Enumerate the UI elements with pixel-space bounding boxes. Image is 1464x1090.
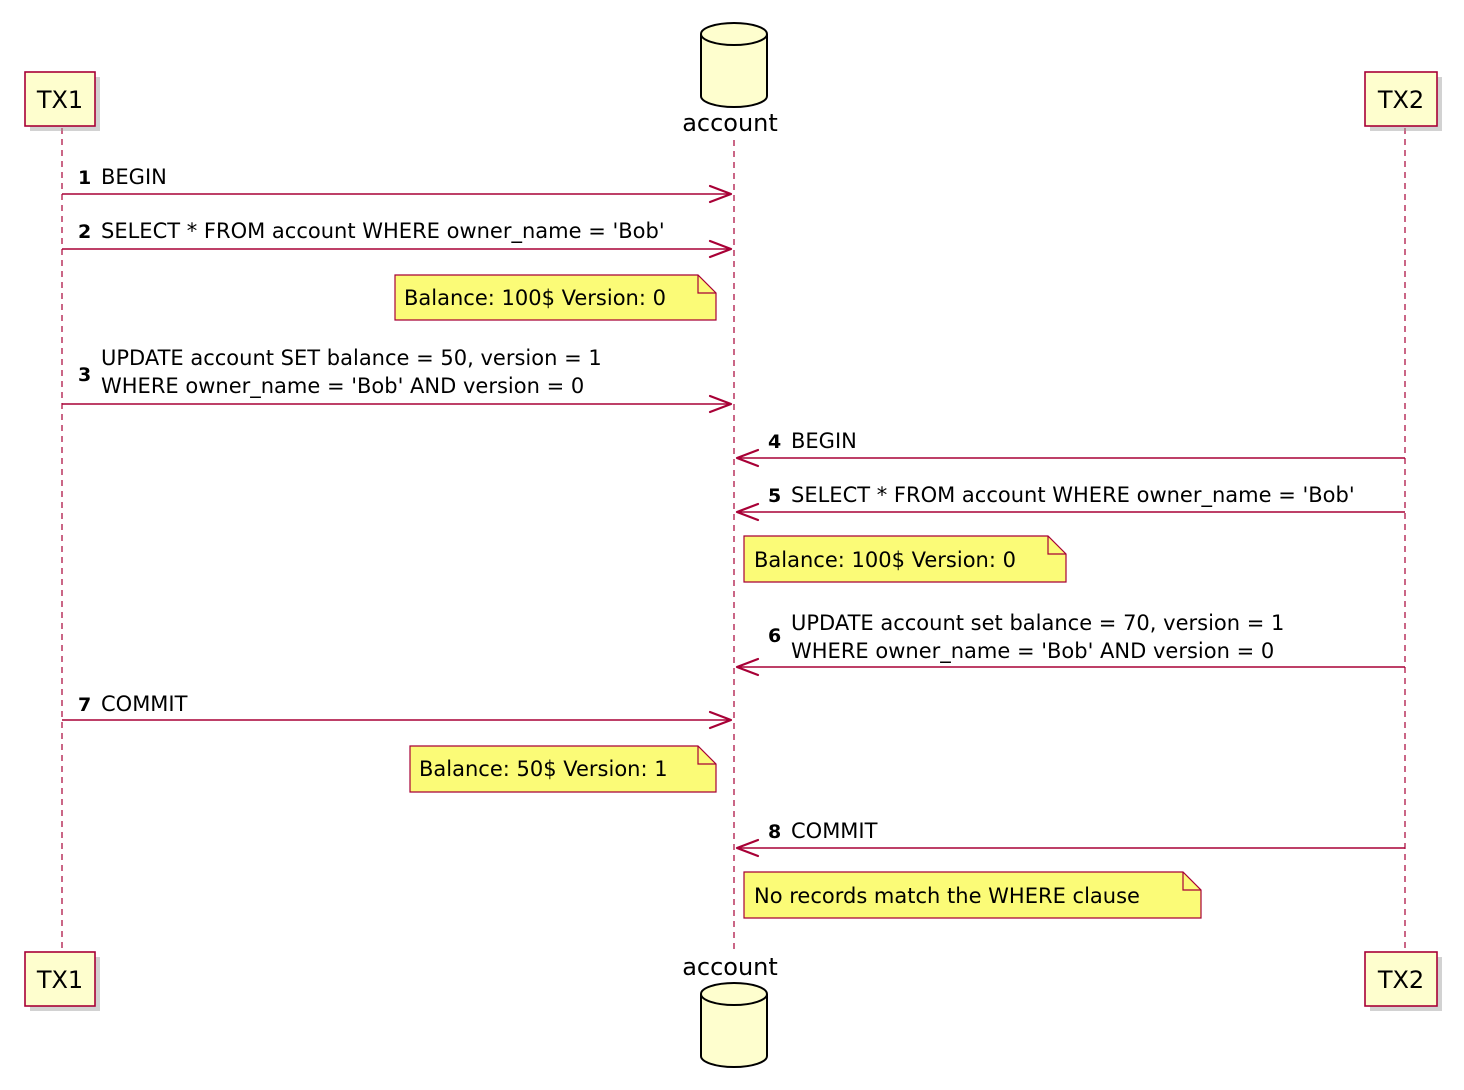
participant-tx1-bottom: TX1 [24, 951, 100, 1011]
note-4: No records match the WHERE clause [743, 871, 1202, 919]
message-number: 5 [768, 485, 781, 507]
arrow-right-icon [708, 394, 733, 414]
message-label: SELECT * FROM account WHERE owner_name =… [101, 219, 665, 244]
message-number: 3 [78, 364, 91, 386]
arrow-right-icon [708, 184, 733, 204]
participant-tx2-label: TX2 [1377, 966, 1424, 994]
message-label: BEGIN [791, 429, 857, 453]
message-6: 6 UPDATE account set balance = 70, versi… [735, 611, 1405, 677]
message-7: 7 COMMIT [62, 692, 733, 730]
note-text: No records match the WHERE clause [754, 884, 1140, 908]
message-label: WHERE owner_name = 'Bob' AND version = 0 [101, 374, 584, 399]
arrow-right-icon [708, 710, 733, 730]
participant-tx1-label: TX1 [36, 966, 83, 994]
message-number: 1 [78, 167, 91, 189]
message-label: WHERE owner_name = 'Bob' AND version = 0 [791, 639, 1274, 664]
message-label: UPDATE account SET balance = 50, version… [101, 346, 602, 370]
message-1: 1 BEGIN [62, 165, 733, 204]
note-3: Balance: 50$ Version: 1 [409, 745, 717, 793]
message-4: 4 BEGIN [735, 429, 1405, 468]
arrow-left-icon [735, 838, 760, 858]
participant-account-label: account [682, 953, 778, 981]
message-number: 6 [768, 625, 781, 647]
message-label: SELECT * FROM account WHERE owner_name =… [791, 483, 1355, 508]
message-label: UPDATE account set balance = 70, version… [791, 611, 1284, 635]
database-icon [700, 22, 768, 108]
database-icon [700, 982, 768, 1068]
arrow-left-icon [735, 502, 760, 522]
note-text: Balance: 100$ Version: 0 [754, 548, 1016, 572]
note-1: Balance: 100$ Version: 0 [394, 274, 717, 321]
message-3: 3 UPDATE account SET balance = 50, versi… [62, 346, 733, 414]
participant-tx1-top: TX1 [24, 71, 100, 131]
message-2: 2 SELECT * FROM account WHERE owner_name… [62, 219, 733, 259]
message-label: BEGIN [101, 165, 167, 189]
message-8: 8 COMMIT [735, 819, 1405, 858]
note-text: Balance: 50$ Version: 1 [419, 757, 668, 781]
note-2: Balance: 100$ Version: 0 [743, 535, 1067, 583]
note-text: Balance: 100$ Version: 0 [404, 286, 666, 310]
participant-tx2-top: TX2 [1364, 71, 1442, 131]
participant-tx1-label: TX1 [36, 86, 83, 114]
message-label: COMMIT [101, 692, 188, 716]
arrow-right-icon [708, 239, 733, 259]
message-number: 2 [78, 221, 91, 243]
message-5: 5 SELECT * FROM account WHERE owner_name… [735, 483, 1405, 522]
message-number: 8 [768, 821, 781, 843]
message-number: 4 [768, 431, 781, 453]
participant-tx2-bottom: TX2 [1364, 951, 1442, 1011]
arrow-left-icon [735, 448, 760, 468]
participant-tx2-label: TX2 [1377, 86, 1424, 114]
database-account-bottom: account [682, 953, 778, 1068]
message-label: COMMIT [791, 819, 878, 843]
participant-account-label: account [682, 109, 778, 137]
arrow-left-icon [735, 657, 760, 677]
database-account-top: account [682, 22, 778, 137]
message-number: 7 [78, 694, 91, 716]
